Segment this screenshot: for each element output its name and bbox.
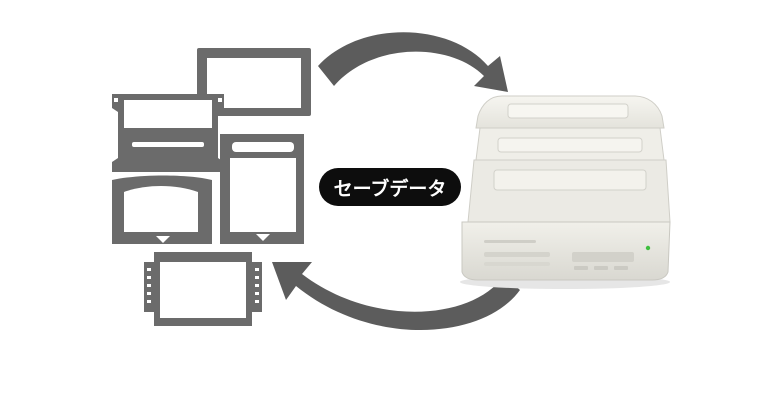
arrow-right-curved-icon: [318, 32, 508, 92]
arrow-left-curved-icon: [272, 262, 520, 331]
cartridge-stack: [112, 48, 311, 326]
save-data-label: セーブデータ: [319, 168, 461, 206]
retro-console-icon: [460, 95, 671, 289]
cartridge-wide-icon: [197, 48, 311, 116]
cartridge-gbc-icon: [220, 134, 304, 244]
cartridge-snes-icon: [112, 94, 224, 172]
cartridge-gba-icon: [112, 175, 212, 244]
cartridge-genesis-icon: [144, 252, 262, 326]
power-led-icon: [645, 245, 651, 251]
